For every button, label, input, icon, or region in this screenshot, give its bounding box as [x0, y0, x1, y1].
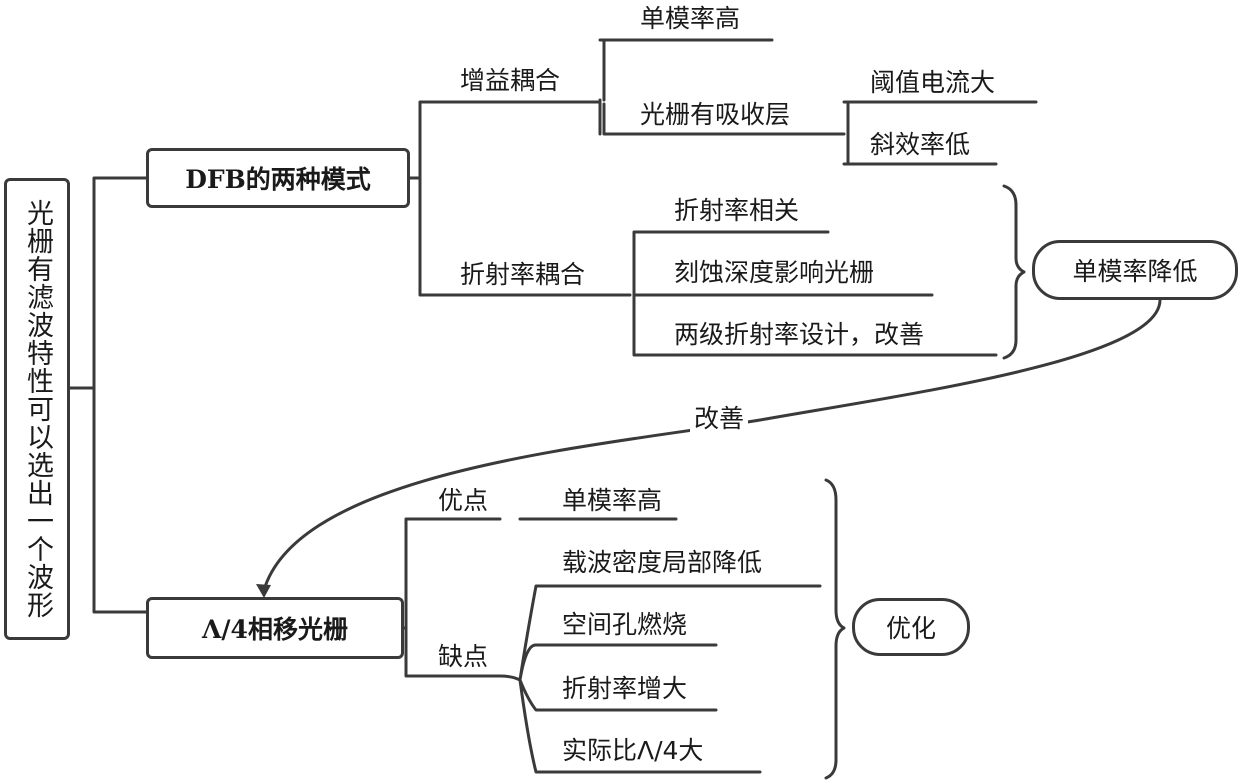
gain-item-1: 光栅有吸收层: [640, 100, 791, 129]
gain-label: 增益耦合: [460, 66, 561, 95]
cons-connector: [498, 584, 822, 774]
absorb-item-0: 阈值电流大: [870, 68, 996, 97]
absorb-item-1: 斜效率低: [870, 130, 971, 159]
quarter-brace: [824, 478, 846, 780]
root-connector: [68, 176, 148, 614]
quarter-summary: 优化: [885, 614, 936, 643]
index-brace: [1002, 184, 1026, 360]
index-item-2: 两级折射率设计，改善: [674, 320, 925, 349]
improve-label: 改善: [690, 404, 749, 434]
quarter-wave-node: Λ/4相移光栅: [146, 597, 404, 659]
index-item-0: 折射率相关: [674, 196, 800, 225]
absorb-connector: [842, 100, 1038, 166]
index-connector: [632, 230, 998, 357]
root-label: 光栅有滤波特性可以选出一个波形: [22, 199, 53, 619]
single-mode-drop-node: 单模率降低: [1032, 240, 1238, 300]
gain-item-0: 单模率高: [640, 4, 741, 33]
cons-item-0: 载波密度局部降低: [562, 548, 763, 577]
cons-item-1: 空间孔燃烧: [562, 610, 688, 639]
cons-label: 缺点: [438, 642, 489, 671]
cons-item-2: 折射率增大: [562, 674, 688, 703]
optimize-node: 优化: [852, 598, 970, 656]
quarter-title: Λ/4相移光栅: [202, 615, 348, 644]
pros-label: 优点: [438, 486, 489, 515]
dfb-connector: [408, 100, 632, 297]
pros-item: 单模率高: [562, 486, 663, 515]
cons-item-3: 实际比Λ/4大: [562, 736, 704, 765]
index-item-1: 刻蚀深度影响光栅: [674, 258, 875, 287]
gain-connector: [598, 38, 846, 136]
improve-curve: [262, 298, 1162, 592]
index-summary: 单模率降低: [1072, 257, 1198, 286]
quarter-connector: [402, 517, 502, 678]
root-node: 光栅有滤波特性可以选出一个波形: [4, 178, 70, 640]
dfb-title: DFB的两种模式: [185, 165, 371, 194]
dfb-node: DFB的两种模式: [146, 148, 410, 208]
index-label: 折射率耦合: [460, 260, 586, 289]
improve-arrowhead: [256, 584, 271, 598]
